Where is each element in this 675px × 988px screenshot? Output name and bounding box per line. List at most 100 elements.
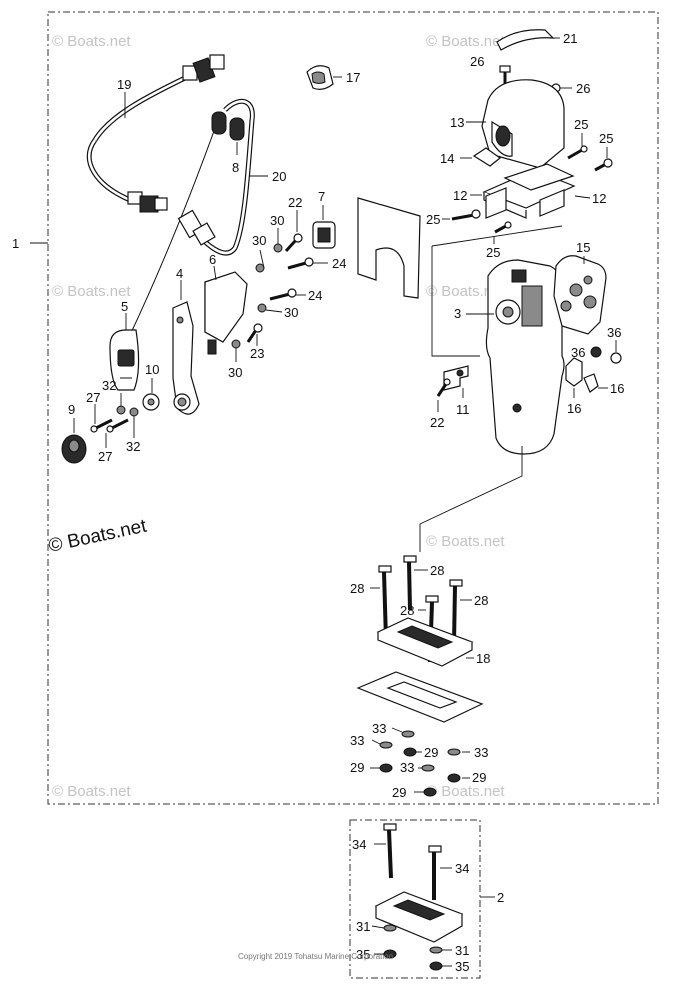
- callout-30-a: 30: [270, 213, 284, 228]
- part-29-nuts: [379, 747, 461, 797]
- callout-4: 4: [176, 266, 183, 281]
- callout-5: 5: [121, 299, 128, 314]
- watermark-main: © Boats.net: [47, 516, 149, 557]
- callout-2: 2: [497, 890, 504, 905]
- callout-32-lower: 32: [126, 439, 140, 454]
- part-6-lever-bracket: [204, 271, 248, 355]
- callout-18: 18: [476, 651, 490, 666]
- callout-7: 7: [318, 189, 325, 204]
- callout-32-upper: 32: [102, 378, 116, 393]
- watermark-bottom-left: © Boats.net: [52, 783, 131, 800]
- callout-labels: 1 2 3 4 5 6 7 8 9 10 11 12 12 13 14 15 1…: [12, 31, 624, 974]
- callout-19: 19: [117, 77, 131, 92]
- callout-26-left: 26: [470, 54, 484, 69]
- watermark-bottom-right: © Boats.net: [426, 783, 505, 800]
- callout-16-right: 16: [610, 381, 624, 396]
- callout-22-upper: 22: [288, 195, 302, 210]
- assembly-2-boundary: [349, 819, 481, 979]
- callout-15: 15: [576, 240, 590, 255]
- part-24-screw-lower: [269, 288, 297, 301]
- callout-33-a: 33: [372, 721, 386, 736]
- part-32-washers: [116, 405, 139, 417]
- part-12-brackets: [482, 163, 576, 219]
- part-10-washer: [142, 393, 160, 411]
- callout-17: 17: [346, 70, 360, 85]
- callout-33-d: 33: [400, 760, 414, 775]
- callout-33-b: 33: [350, 733, 364, 748]
- callout-23: 23: [250, 346, 264, 361]
- callout-36-upper: 36: [607, 325, 621, 340]
- callout-26-right: 26: [576, 81, 590, 96]
- part-22-screw-right: [436, 378, 451, 397]
- callout-12-right: 12: [592, 191, 606, 206]
- part-21-cap: [496, 29, 555, 51]
- callout-3: 3: [454, 306, 461, 321]
- part-28-screws: [378, 555, 463, 663]
- part-4-lever-arm: [172, 301, 200, 415]
- part-36-nuts: [590, 346, 622, 364]
- callout-27-upper: 27: [86, 390, 100, 405]
- part-14-clip: [472, 147, 501, 167]
- part-16-clips: [565, 357, 599, 393]
- part-25-screws: [451, 145, 613, 234]
- part-13-housing-cover: [481, 79, 565, 169]
- callout-31-left: 31: [356, 919, 370, 934]
- callout-29-d: 29: [392, 785, 406, 800]
- callout-24-lower: 24: [308, 288, 322, 303]
- part-27-screws: [90, 418, 129, 433]
- callout-25-a: 25: [574, 117, 588, 132]
- callout-6: 6: [209, 252, 216, 267]
- callout-25-d: 25: [486, 245, 500, 260]
- callout-8: 8: [232, 160, 239, 175]
- watermark-top-left: © Boats.net: [52, 33, 131, 50]
- callout-28-b: 28: [430, 563, 444, 578]
- callout-30-b: 30: [252, 233, 266, 248]
- callout-29-c: 29: [472, 770, 486, 785]
- callout-25-b: 25: [599, 131, 613, 146]
- callout-30-c: 30: [284, 305, 298, 320]
- callout-35-right: 35: [455, 959, 469, 974]
- callout-27-lower: 27: [98, 449, 112, 464]
- watermark-top-right: © Boats.net: [426, 33, 505, 50]
- callout-28-d: 28: [474, 593, 488, 608]
- callout-11: 11: [456, 402, 470, 417]
- part-3-main-housing: [485, 259, 565, 455]
- watermark-mid-right: © Boats.net: [426, 283, 505, 300]
- callout-34-left: 34: [352, 837, 366, 852]
- watermark-lower-right: © Boats.net: [426, 533, 505, 550]
- callout-13: 13: [450, 115, 464, 130]
- part-34-screws: [383, 823, 442, 900]
- part-23-screw: [246, 323, 263, 343]
- callout-36-lower: 36: [571, 345, 585, 360]
- watermark-mid-left: © Boats.net: [52, 283, 131, 300]
- part-17-clip: [306, 65, 334, 90]
- callout-21: 21: [563, 31, 577, 46]
- callout-34-right: 34: [455, 861, 469, 876]
- callout-24-upper: 24: [332, 256, 346, 271]
- callout-28-c: 28: [400, 603, 414, 618]
- gasket-plate: [357, 197, 421, 299]
- callout-12-left: 12: [453, 188, 467, 203]
- part-18-gasket: [356, 671, 484, 723]
- part-8-connector: [211, 111, 245, 141]
- part-18-base: [376, 617, 474, 667]
- copyright-text: Copyright 2019 Tohatsu Marine Corporatio…: [238, 952, 393, 961]
- part-22-screw-left: [284, 233, 303, 253]
- part-20-wire: [129, 98, 255, 336]
- part-7-grommet: [312, 221, 336, 249]
- callout-25-c: 25: [426, 212, 440, 227]
- callout-22-lower: 22: [430, 415, 444, 430]
- part-9-knob: [61, 434, 87, 464]
- assembly-1-boundary: [47, 11, 659, 805]
- callout-33-c: 33: [474, 745, 488, 760]
- part-19-wire-harness: [86, 54, 225, 213]
- callout-10: 10: [145, 362, 159, 377]
- callout-29-b: 29: [350, 760, 364, 775]
- part-15-cover-plate: [553, 255, 607, 335]
- part-5-cover: [109, 329, 140, 391]
- part-11-bracket: [443, 365, 469, 391]
- part-33-washers: [379, 730, 461, 772]
- part-24-screw-upper: [287, 257, 314, 270]
- callout-29-a: 29: [424, 745, 438, 760]
